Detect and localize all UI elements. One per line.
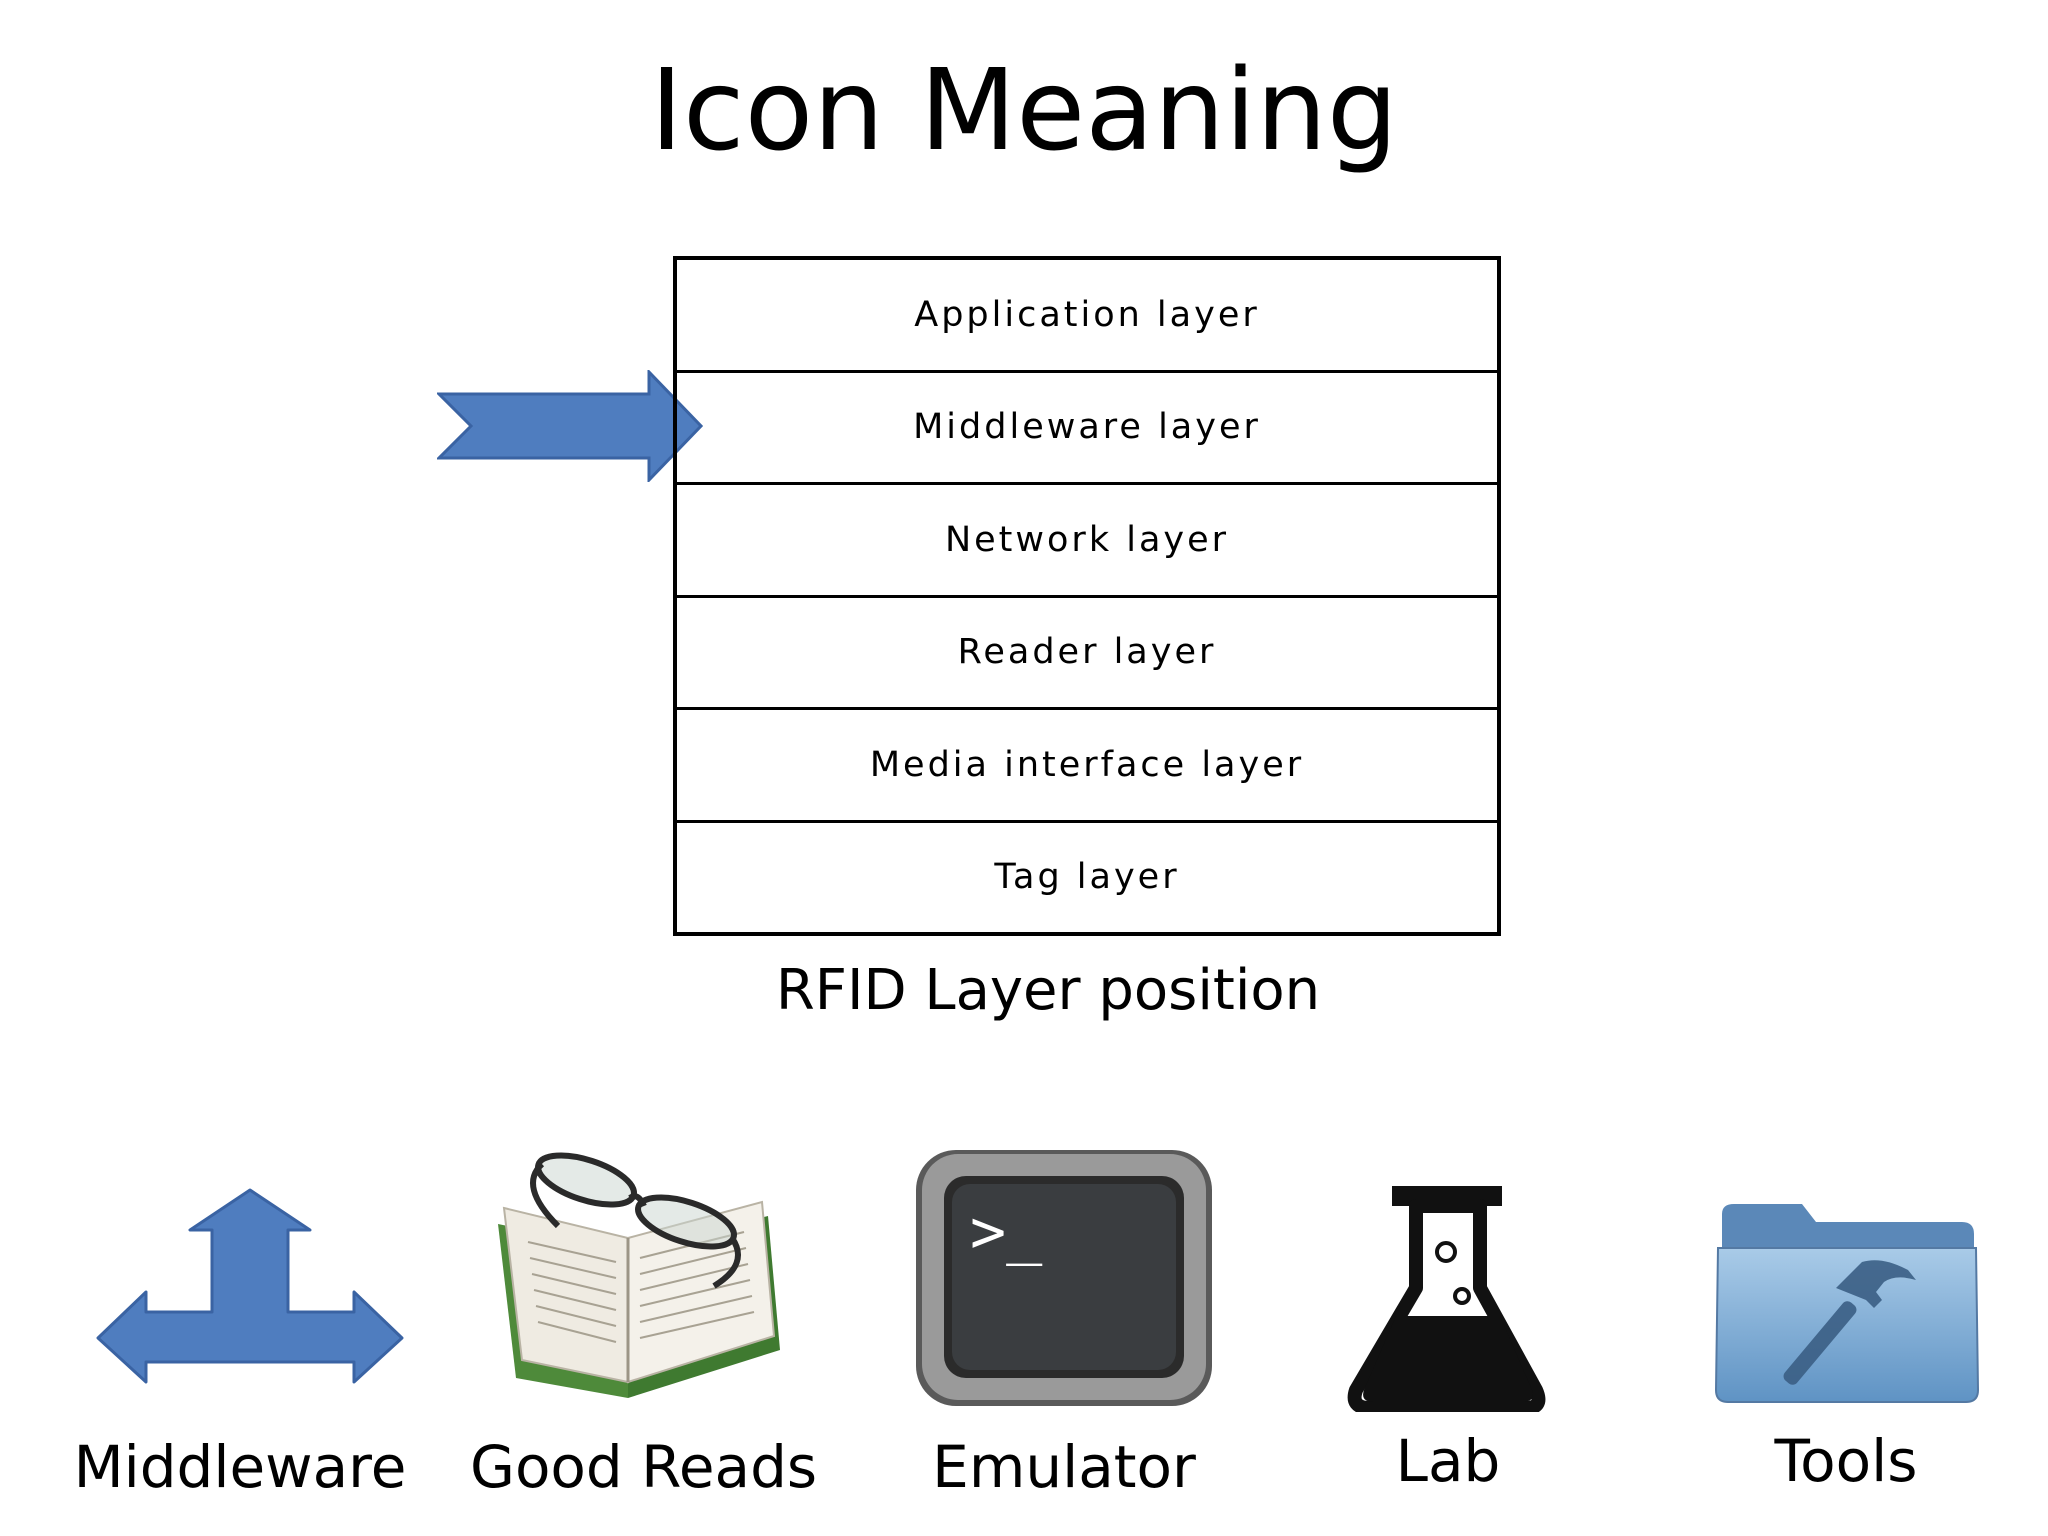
layer-reader: Reader layer (677, 598, 1497, 710)
layer-application: Application layer (677, 260, 1497, 373)
layer-middleware: Middleware layer (677, 373, 1497, 485)
slide-title: Icon Meaning (649, 46, 1399, 176)
tools-label: Tools (1774, 1427, 1918, 1495)
book-glasses-icon (498, 1152, 780, 1398)
middleware-label: Middleware (73, 1433, 407, 1501)
stack-caption: RFID Layer position (775, 958, 1321, 1023)
good-reads-label: Good Reads (470, 1433, 818, 1501)
layer-network: Network layer (677, 485, 1497, 598)
terminal-icon: >_ (916, 1150, 1212, 1406)
layer-media-interface: Media interface layer (677, 710, 1497, 823)
terminal-prompt: >_ (970, 1197, 1043, 1267)
folder-hammer-icon (1714, 1204, 1980, 1403)
layer-tag: Tag layer (994, 857, 1180, 898)
lab-label: Lab (1395, 1427, 1501, 1495)
pointer-arrow-icon (437, 370, 703, 482)
rfid-layer-stack: Application layer Middleware layer Netwo… (673, 256, 1501, 936)
t-arrow-icon (96, 1188, 404, 1384)
flask-icon (1347, 1186, 1546, 1412)
emulator-label: Emulator (932, 1433, 1196, 1501)
